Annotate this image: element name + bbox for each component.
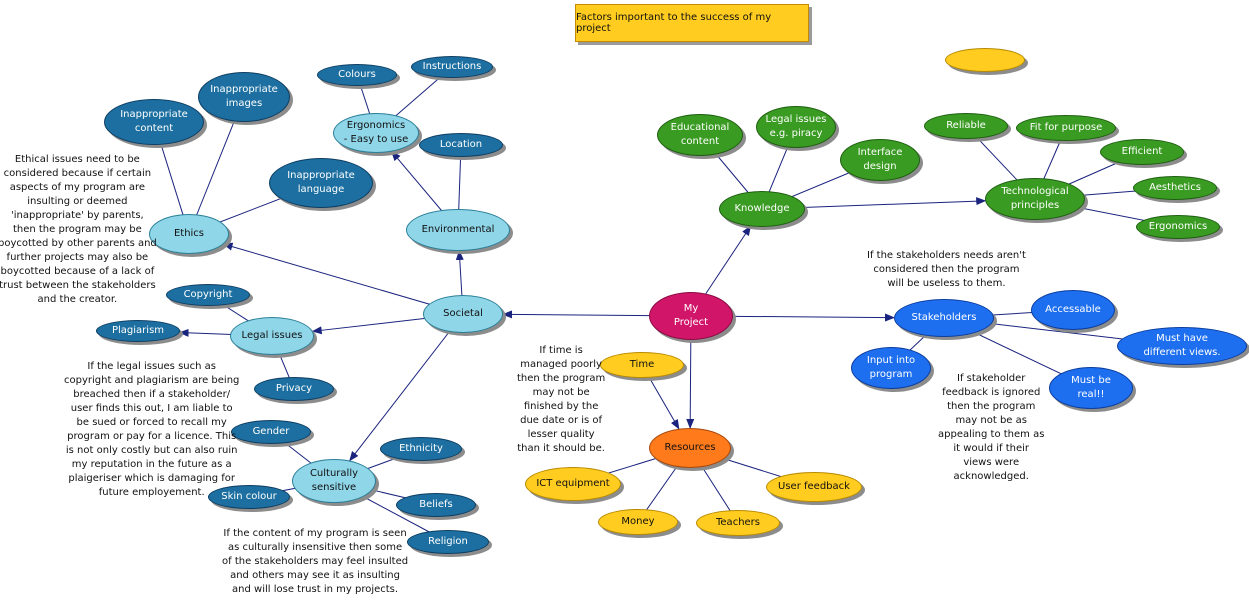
node-tech: Technological principles	[985, 178, 1085, 220]
node-label: Gender	[252, 426, 290, 437]
node-label: Religion	[428, 536, 468, 547]
node-label: Knowledge	[734, 203, 790, 214]
node-edu: Educational content	[657, 114, 743, 156]
node-plagiarism: Plagiarism	[96, 320, 180, 342]
node-label: Must have different views.	[1143, 333, 1221, 358]
node-resources: Resources	[649, 428, 731, 468]
node-label: Inappropriate content	[120, 109, 188, 134]
node-gender: Gender	[231, 420, 311, 444]
node-instructions: Instructions	[411, 56, 493, 78]
node-ethnicity: Ethnicity	[380, 437, 462, 461]
node-label: Money	[621, 516, 655, 527]
node-label: Resources	[664, 442, 716, 453]
node-label: Stakeholders	[911, 312, 977, 323]
node-label: User feedback	[778, 481, 850, 492]
node-teachers: Teachers	[696, 510, 780, 536]
node-label: Beliefs	[419, 499, 453, 510]
node-label: Aesthetics	[1149, 182, 1201, 193]
node-interface: Interface design	[840, 139, 920, 181]
node-aesthetics: Aesthetics	[1133, 176, 1217, 200]
node-label: Inappropriate language	[287, 170, 355, 195]
diagram-title: Factors important to the success of my p…	[575, 4, 809, 42]
node-real: Must be real!!	[1049, 367, 1133, 409]
node-label: Ergonomics - Easy to use	[343, 120, 409, 145]
node-label: Reliable	[946, 120, 986, 131]
node-label: Input into program	[866, 355, 916, 380]
edge-societal-cultural	[349, 313, 464, 462]
node-inappimages: Inappropriate images	[198, 72, 290, 122]
node-copyright: Copyright	[166, 284, 250, 306]
node-skin: Skin colour	[208, 485, 290, 509]
node-money: Money	[598, 509, 678, 535]
node-label: Teachers	[716, 517, 760, 528]
node-label: Efficient	[1121, 146, 1163, 157]
node-access: Accessable	[1031, 290, 1115, 330]
node-knowledge: Knowledge	[719, 191, 805, 227]
node-label: Technological principles	[1001, 186, 1069, 211]
node-colours: Colours	[317, 64, 397, 86]
node-label: Skin colour	[221, 491, 277, 502]
node-inapplang: Inappropriate language	[269, 158, 373, 208]
node-legaliss: Legal issues e.g. piracy	[756, 106, 836, 148]
node-ergo2: Ergonomics	[1136, 215, 1220, 239]
node-label: Instructions	[422, 61, 482, 72]
edge-societal-ethics	[222, 242, 464, 315]
node-religion: Religion	[407, 530, 489, 554]
node-label: Plagiarism	[111, 325, 165, 336]
node-label: Fit for purpose	[1029, 122, 1103, 133]
node-location: Location	[419, 133, 503, 157]
node-ict: ICT equipment	[525, 467, 621, 501]
node-efficient: Efficient	[1100, 139, 1184, 165]
node-societal: Societal	[423, 295, 503, 333]
node-environmental: Environmental	[406, 209, 510, 251]
node-ethics: Ethics	[149, 214, 229, 254]
node-label: Ergonomics	[1148, 221, 1208, 232]
node-reliable: Reliable	[924, 113, 1008, 139]
node-userfb: User feedback	[766, 472, 862, 502]
node-label: Ethics	[173, 228, 205, 239]
node-input: Input into program	[851, 347, 931, 389]
node-label: Copyright	[183, 289, 233, 300]
node-stake: Stakeholders	[894, 299, 994, 337]
node-mhdv: Must have different views.	[1117, 327, 1247, 365]
node-label: Legal issues e.g. piracy	[765, 114, 827, 139]
node-fit: Fit for purpose	[1016, 115, 1116, 141]
node-label: Ethnicity	[399, 443, 443, 454]
node-ergo1: Ergonomics - Easy to use	[333, 113, 419, 153]
node-label: Location	[439, 139, 483, 150]
node-label: Time	[629, 359, 655, 370]
node-label: ICT equipment	[536, 478, 610, 489]
node-cultural: Culturally sensitive	[292, 459, 376, 503]
node-project: My Project	[649, 292, 733, 340]
node-label: Colours	[338, 69, 376, 80]
node-privacy: Privacy	[254, 377, 334, 401]
node-legal: Legal issues	[230, 317, 314, 355]
node-inappcontent: Inappropriate content	[104, 99, 204, 145]
node-label: Interface design	[857, 147, 903, 172]
node-beliefs: Beliefs	[396, 493, 476, 517]
node-label: Legal issues	[241, 330, 303, 341]
node-label: Accessable	[1045, 304, 1101, 315]
node-time: Time	[600, 352, 684, 378]
node-label: Societal	[443, 308, 483, 319]
node-label: My Project	[673, 303, 709, 328]
node-label: Culturally sensitive	[309, 468, 359, 493]
node-blank	[945, 48, 1025, 72]
node-label: Environmental	[421, 224, 495, 235]
node-label: Inappropriate images	[210, 84, 278, 109]
node-label: Educational content	[670, 122, 730, 147]
node-label: Privacy	[275, 383, 313, 394]
node-label: Must be real!!	[1071, 375, 1111, 400]
